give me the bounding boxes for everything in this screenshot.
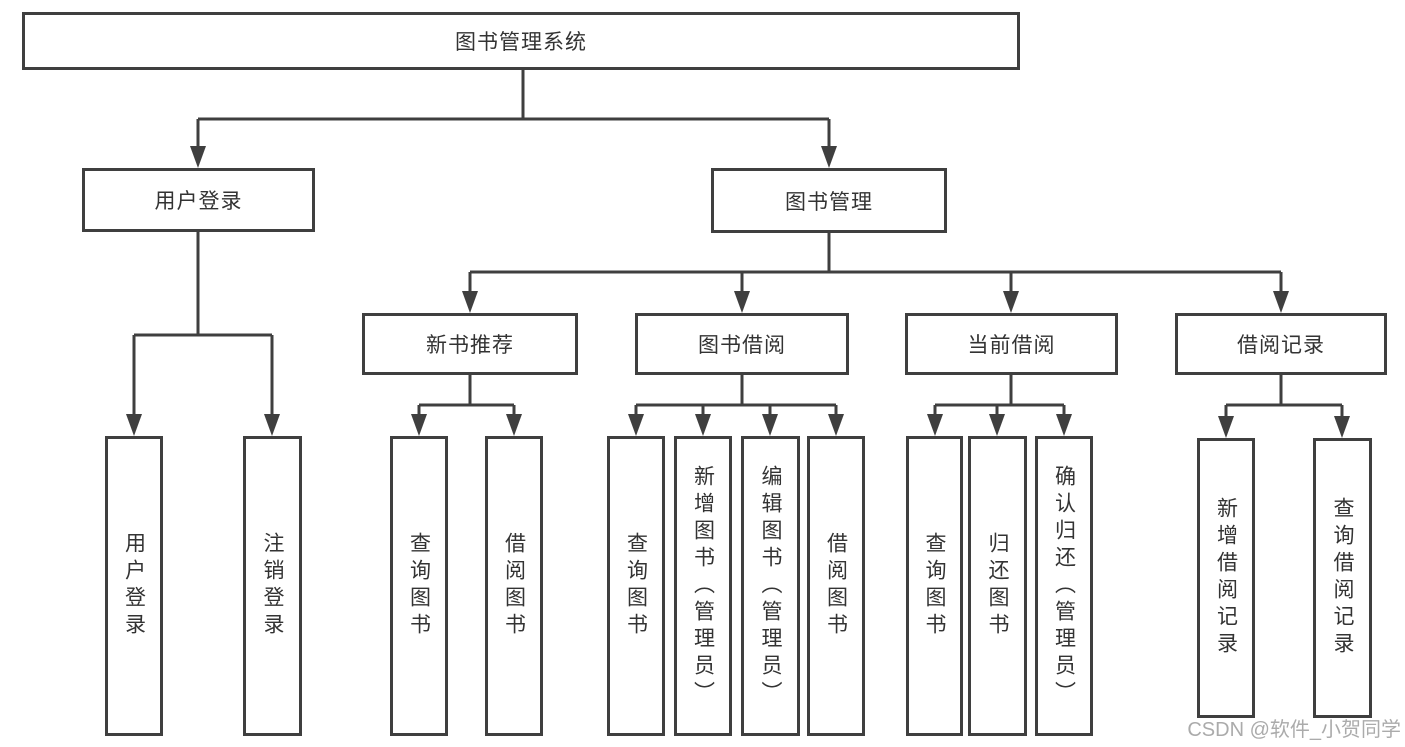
leaf-confirm-return-admin: 确认归还（管理员） xyxy=(1035,436,1093,736)
leaf-label: 查询图书 xyxy=(923,532,946,640)
leaf-label: 新增图书（管理员） xyxy=(691,464,715,708)
arrow-down-icon xyxy=(1003,291,1019,313)
leaf-query-borrow-record: 查询借阅记录 xyxy=(1313,438,1372,718)
arrow-down-icon xyxy=(1273,291,1289,313)
leaf-user-login: 用户登录 xyxy=(105,436,163,736)
arrow-down-icon xyxy=(828,414,844,436)
arrow-down-icon xyxy=(821,146,837,168)
node-book-borrow: 图书借阅 xyxy=(635,313,849,375)
leaf-label: 归还图书 xyxy=(986,532,1009,640)
node-user-login: 用户登录 xyxy=(82,168,315,232)
leaf-borrow-books-1: 借阅图书 xyxy=(485,436,543,736)
node-current-borrow: 当前借阅 xyxy=(905,313,1118,375)
connector-userlogin-to-leaves xyxy=(132,232,274,420)
node-new-book-recommend: 新书推荐 xyxy=(362,313,578,375)
node-borrow-records: 借阅记录 xyxy=(1175,313,1387,375)
node-label: 图书借阅 xyxy=(698,334,786,357)
arrow-down-icon xyxy=(695,414,711,436)
arrow-down-icon xyxy=(989,414,1005,436)
node-book-management: 图书管理 xyxy=(711,168,947,233)
leaf-label: 查询图书 xyxy=(624,532,648,640)
connector-bookmgmt-to-level3 xyxy=(468,233,1283,295)
arrow-down-icon xyxy=(734,291,750,313)
node-label: 图书管理 xyxy=(785,190,873,214)
leaf-label: 借阅图书 xyxy=(502,532,526,640)
leaf-label: 编辑图书（管理员） xyxy=(759,464,782,708)
leaf-add-borrow-record: 新增借阅记录 xyxy=(1197,438,1255,718)
leaf-label: 借阅图书 xyxy=(824,532,848,640)
arrow-down-icon xyxy=(411,414,427,436)
leaf-edit-books-admin: 编辑图书（管理员） xyxy=(741,436,800,736)
arrow-down-icon xyxy=(1056,414,1072,436)
arrowhead-icons xyxy=(126,146,1350,438)
node-label: 新书推荐 xyxy=(426,334,514,357)
node-label: 当前借阅 xyxy=(967,334,1056,357)
connector-currentborrow-to-leaves xyxy=(933,375,1066,420)
leaf-query-books-3: 查询图书 xyxy=(906,436,963,736)
connector-newbooks-to-leaves xyxy=(417,375,516,420)
arrow-down-icon xyxy=(190,146,206,168)
leaf-label: 查询图书 xyxy=(407,532,431,640)
arrow-down-icon xyxy=(1218,416,1234,438)
leaf-borrow-books-2: 借阅图书 xyxy=(807,436,865,736)
arrow-down-icon xyxy=(462,291,478,313)
connector-root-to-level2 xyxy=(196,70,831,150)
node-library-system: 图书管理系统 xyxy=(22,12,1020,70)
leaf-return-books: 归还图书 xyxy=(968,436,1027,736)
connector-bookborrow-to-leaves xyxy=(634,375,838,420)
leaf-query-books-2: 查询图书 xyxy=(607,436,665,736)
arrow-down-icon xyxy=(264,414,280,436)
arrow-down-icon xyxy=(126,414,142,436)
leaf-label: 注销登录 xyxy=(261,532,284,640)
arrow-down-icon xyxy=(927,414,943,436)
leaf-label: 查询借阅记录 xyxy=(1331,497,1354,659)
leaf-add-books-admin: 新增图书（管理员） xyxy=(674,436,732,736)
arrow-down-icon xyxy=(506,414,522,436)
leaf-label: 用户登录 xyxy=(122,532,146,640)
arrow-down-icon xyxy=(628,414,644,436)
arrow-down-icon xyxy=(762,414,778,436)
leaf-label: 确认归还（管理员） xyxy=(1052,464,1076,708)
node-label: 用户登录 xyxy=(154,190,243,213)
node-label: 图书管理系统 xyxy=(455,31,587,54)
leaf-logout: 注销登录 xyxy=(243,436,302,736)
leaf-label: 新增借阅记录 xyxy=(1214,497,1238,659)
arrow-down-icon xyxy=(1334,416,1350,438)
connector-records-to-leaves xyxy=(1224,375,1344,422)
node-label: 借阅记录 xyxy=(1237,334,1325,357)
leaf-query-books-1: 查询图书 xyxy=(390,436,448,736)
csdn-watermark: CSDN @软件_小贺同学 xyxy=(1187,719,1401,741)
